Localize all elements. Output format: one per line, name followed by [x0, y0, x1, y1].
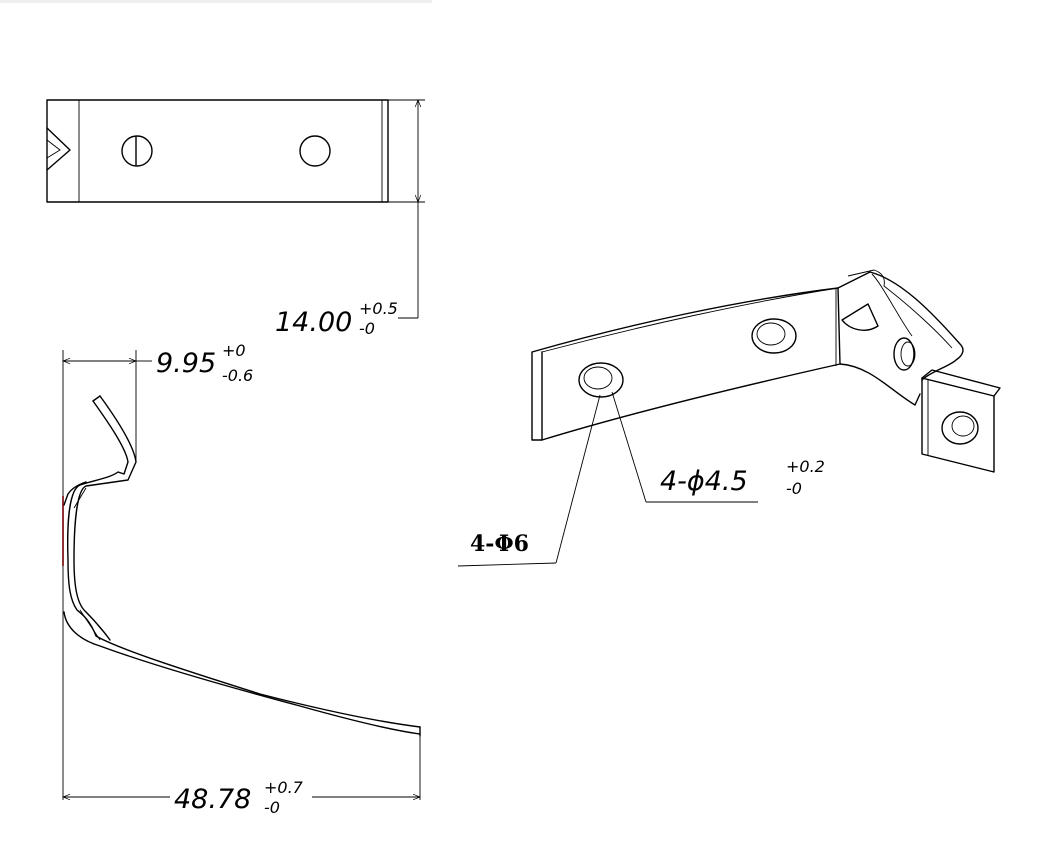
hole-large-callout: 4-Φ6 [470, 531, 529, 557]
isometric-view [457, 269, 1001, 567]
hole-left [121, 135, 153, 167]
dim-995-tol-upper: +0 [222, 341, 246, 360]
hole-dimension-small: 4-ϕ4.5 +0.2 -0 [660, 457, 825, 498]
dim-995-tol-lower: -0.6 [222, 366, 253, 385]
iso-hole-middle [751, 318, 797, 354]
dim-995-value: 9.95 [156, 348, 216, 379]
dimension-48-78: 48.78 +0.7 -0 [174, 778, 304, 817]
hole-small-value: 4-ϕ4.5 [660, 466, 748, 497]
dim-4878-tol-lower: -0 [264, 798, 280, 817]
dim-14-tol-lower: -0 [359, 319, 375, 338]
dim-14-tol-upper: +0.5 [359, 299, 398, 318]
side-view [62, 350, 421, 801]
dimension-14: 14.00 +0.5 -0 [275, 299, 398, 338]
dim-14-value: 14.00 [275, 307, 352, 338]
top-view [46, 99, 425, 319]
hole-small-tol-upper: +0.2 [786, 457, 825, 476]
dim-4878-tol-upper: +0.7 [264, 778, 304, 797]
dimension-9-95: 9.95 +0 -0.6 [156, 341, 253, 385]
hole-small-tol-lower: -0 [786, 479, 802, 498]
hole-right [299, 135, 331, 167]
top-edge-strip [0, 0, 432, 3]
iso-hole-left [578, 362, 624, 398]
dim-4878-value: 48.78 [174, 784, 251, 815]
